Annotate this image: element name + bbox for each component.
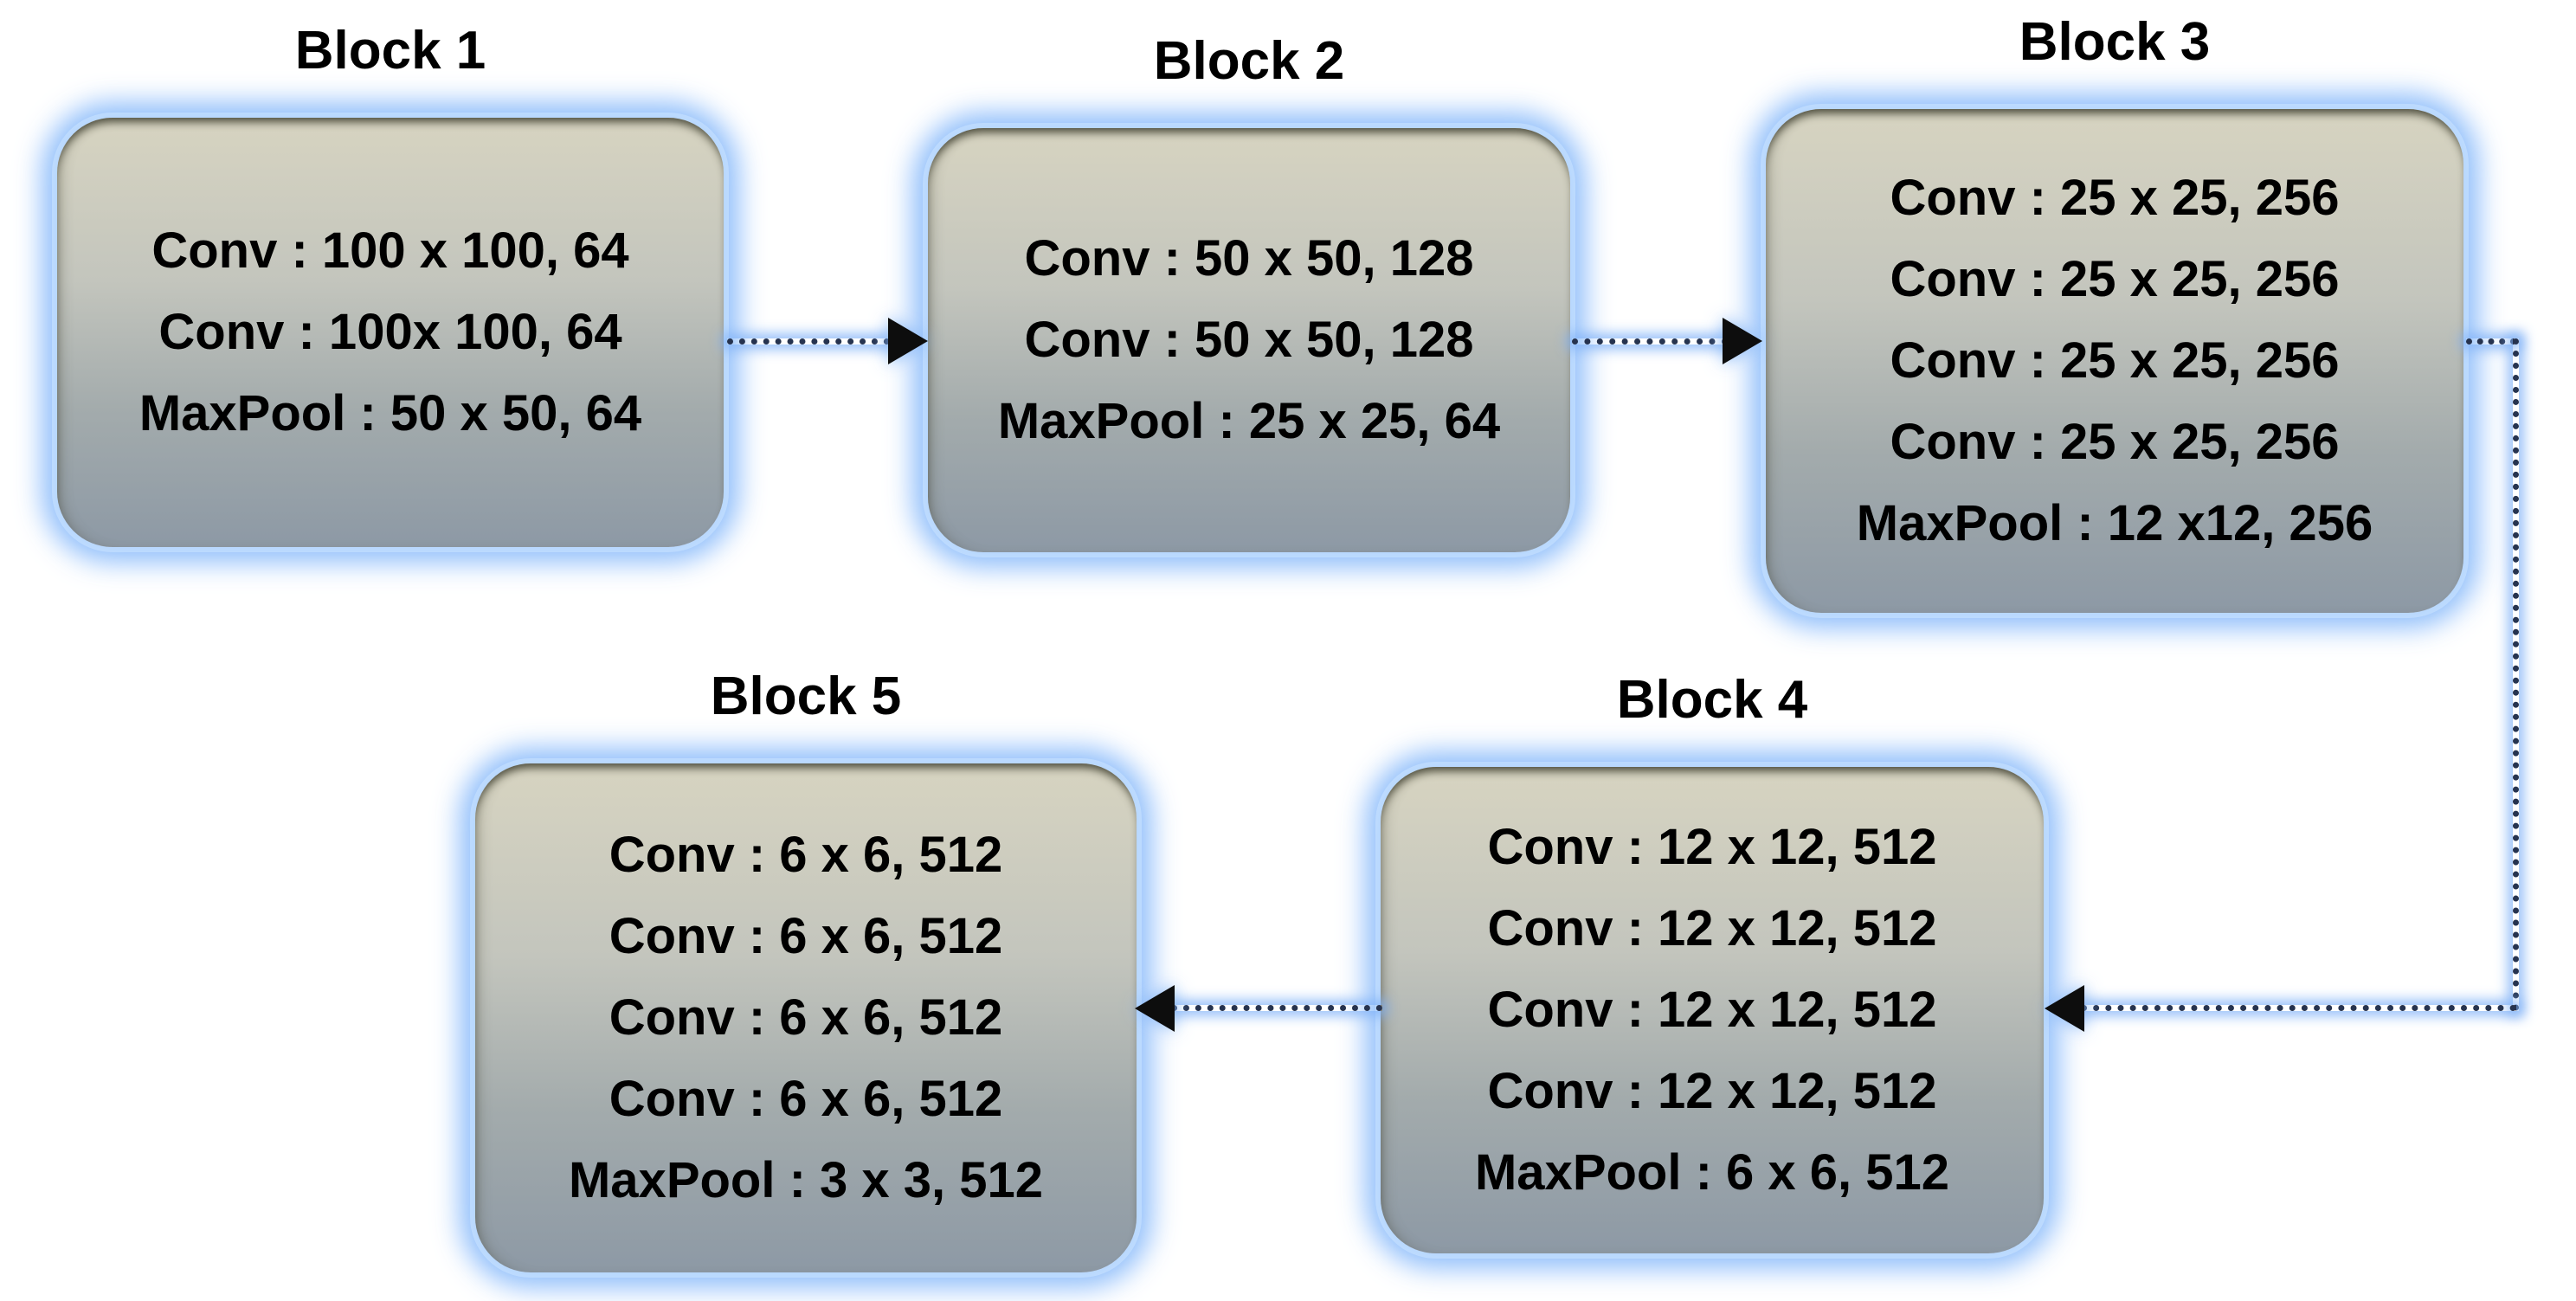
block-5-layer-1: Conv : 6 x 6, 512	[609, 827, 1003, 883]
arrowhead-right-icon	[888, 318, 928, 364]
connector-block3-block4-vertical-segment	[2513, 338, 2519, 1011]
block-5-layer-2: Conv : 6 x 6, 512	[609, 908, 1003, 964]
block-3-layer-4: Conv : 25 x 25, 256	[1890, 414, 2340, 470]
block-5-layer-5: MaxPool : 3 x 3, 512	[568, 1152, 1044, 1208]
block-3-layer-5: MaxPool : 12 x12, 256	[1856, 495, 2373, 551]
block-4-layer-3: Conv : 12 x 12, 512	[1487, 982, 1937, 1038]
connector-block1-block2-line	[727, 338, 890, 345]
block-4-layer-4: Conv : 12 x 12, 512	[1487, 1063, 1937, 1119]
block-3-layer-1: Conv : 25 x 25, 256	[1890, 170, 2340, 226]
block-3-layer-3: Conv : 25 x 25, 256	[1890, 332, 2340, 389]
arrowhead-left-icon	[1135, 985, 1175, 1032]
arrowhead-right-icon	[1723, 318, 1762, 364]
block-1-layer-2: Conv : 100x 100, 64	[158, 304, 622, 360]
block-1-layer-3: MaxPool : 50 x 50, 64	[138, 385, 642, 441]
block-1-title: Block 1	[294, 21, 486, 81]
arrowhead-left-icon	[2045, 985, 2084, 1032]
block-4-node: Conv : 12 x 12, 512 Conv : 12 x 12, 512 …	[1381, 767, 2044, 1253]
connector-block4-block5-line	[1171, 1005, 1382, 1011]
block-3-layer-2: Conv : 25 x 25, 256	[1890, 251, 2340, 307]
block-5-layer-4: Conv : 6 x 6, 512	[609, 1071, 1003, 1127]
block-4-layer-2: Conv : 12 x 12, 512	[1487, 900, 1937, 956]
block-4-layer-5: MaxPool : 6 x 6, 512	[1474, 1144, 1950, 1201]
block-3-group: Block 3 Conv : 25 x 25, 256 Conv : 25 x …	[1766, 5, 2463, 613]
block-2-layer-3: MaxPool : 25 x 25, 64	[997, 393, 1501, 449]
block-5-layer-3: Conv : 6 x 6, 512	[609, 989, 1003, 1046]
block-2-group: Block 2 Conv : 50 x 50, 128 Conv : 50 x …	[928, 24, 1570, 552]
block-2-layer-2: Conv : 50 x 50, 128	[1024, 312, 1474, 368]
block-5-group: Block 5 Conv : 6 x 6, 512 Conv : 6 x 6, …	[475, 660, 1137, 1272]
connector-block3-block4-top-segment	[2466, 338, 2516, 345]
block-4-title: Block 4	[1616, 670, 1808, 730]
block-5-title: Block 5	[710, 667, 902, 726]
block-3-title: Block 3	[2019, 12, 2211, 72]
block-4-layer-1: Conv : 12 x 12, 512	[1487, 819, 1937, 875]
block-2-node: Conv : 50 x 50, 128 Conv : 50 x 50, 128 …	[928, 128, 1570, 552]
connector-block2-block3-line	[1572, 338, 1728, 345]
block-1-group: Block 1 Conv : 100 x 100, 64 Conv : 100x…	[57, 14, 724, 547]
block-1-layer-1: Conv : 100 x 100, 64	[151, 222, 629, 279]
block-5-node: Conv : 6 x 6, 512 Conv : 6 x 6, 512 Conv…	[475, 763, 1137, 1272]
block-1-node: Conv : 100 x 100, 64 Conv : 100x 100, 64…	[57, 118, 724, 547]
block-2-title: Block 2	[1153, 31, 1345, 91]
block-2-layer-1: Conv : 50 x 50, 128	[1024, 230, 1474, 287]
block-4-group: Block 4 Conv : 12 x 12, 512 Conv : 12 x …	[1381, 663, 2044, 1253]
connector-block3-block4-bottom-segment	[2081, 1005, 2516, 1011]
block-3-node: Conv : 25 x 25, 256 Conv : 25 x 25, 256 …	[1766, 109, 2463, 613]
